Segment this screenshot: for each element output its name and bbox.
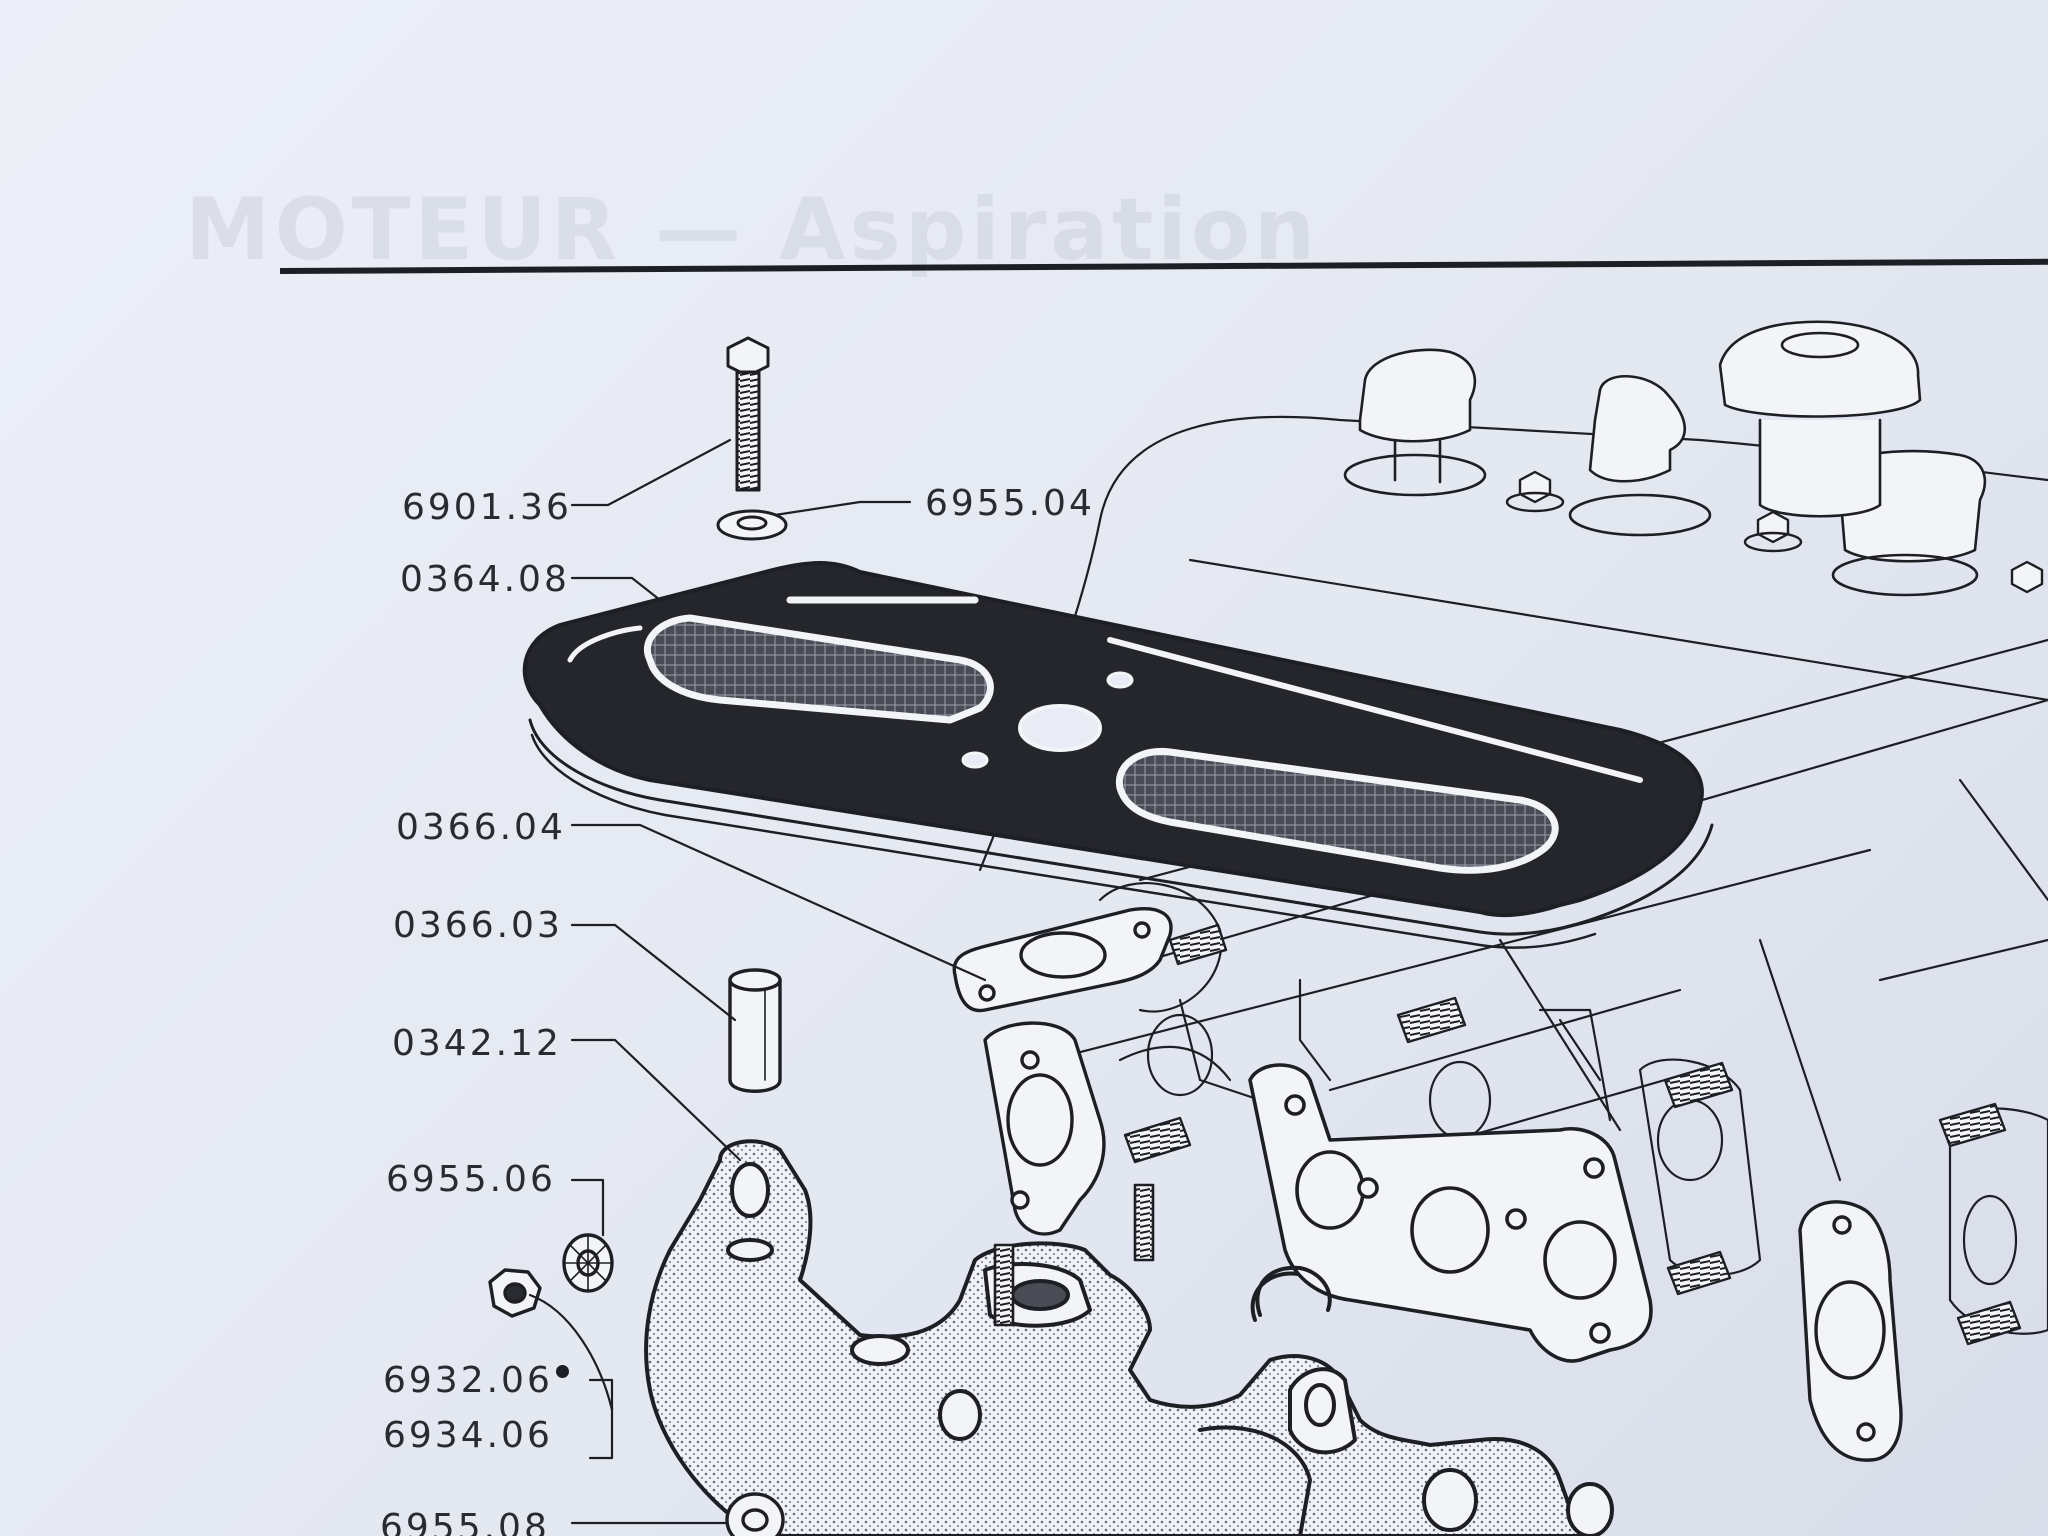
washer-6955.08 — [725, 1492, 785, 1536]
callout-6955.06: 6955.06 — [386, 1159, 556, 1200]
bolt-6901.36 — [726, 336, 770, 492]
cylinder-head-outline — [978, 415, 2048, 1335]
callout-6932.06-marker-dot — [556, 1365, 569, 1378]
callout-6955.08: 6955.08 — [380, 1507, 550, 1536]
spring-clip — [1250, 1265, 1332, 1322]
oil-filler-cap-icon — [1718, 320, 1922, 518]
callout-6932.06: 6932.06 — [383, 1360, 553, 1401]
spark-plug-boots — [1343, 348, 1987, 597]
callout-0342.12: 0342.12 — [392, 1023, 562, 1064]
gasket-0366.04 — [952, 907, 1173, 1013]
leader-lines — [528, 438, 987, 1525]
callout-6901.36: 6901.36 — [402, 487, 572, 528]
callout-0364.08: 0364.08 — [400, 559, 570, 600]
head-studs — [1123, 923, 2022, 1346]
washer-6955.04 — [716, 509, 788, 541]
head-nuts — [1505, 470, 2044, 594]
manifold-studs — [993, 1183, 1155, 1327]
exhaust-flange-gasket-right — [1798, 1200, 1903, 1462]
lock-washer-6955.06 — [562, 1233, 614, 1293]
intake-manifold-gasket — [1248, 1063, 1653, 1363]
callout-6955.04: 6955.04 — [925, 483, 1095, 524]
callout-6934.06: 6934.06 — [383, 1415, 553, 1456]
exhaust-manifold-casting — [644, 1139, 1614, 1536]
hex-nut-6932.06 — [488, 1268, 542, 1318]
callout-0366.04: 0366.04 — [396, 807, 566, 848]
spacer-0366.03 — [728, 968, 782, 1093]
heat-shield-plate-0364.08 — [522, 561, 1714, 949]
exhaust-gasket — [983, 1021, 1106, 1236]
callout-0366.03: 0366.03 — [393, 905, 563, 946]
